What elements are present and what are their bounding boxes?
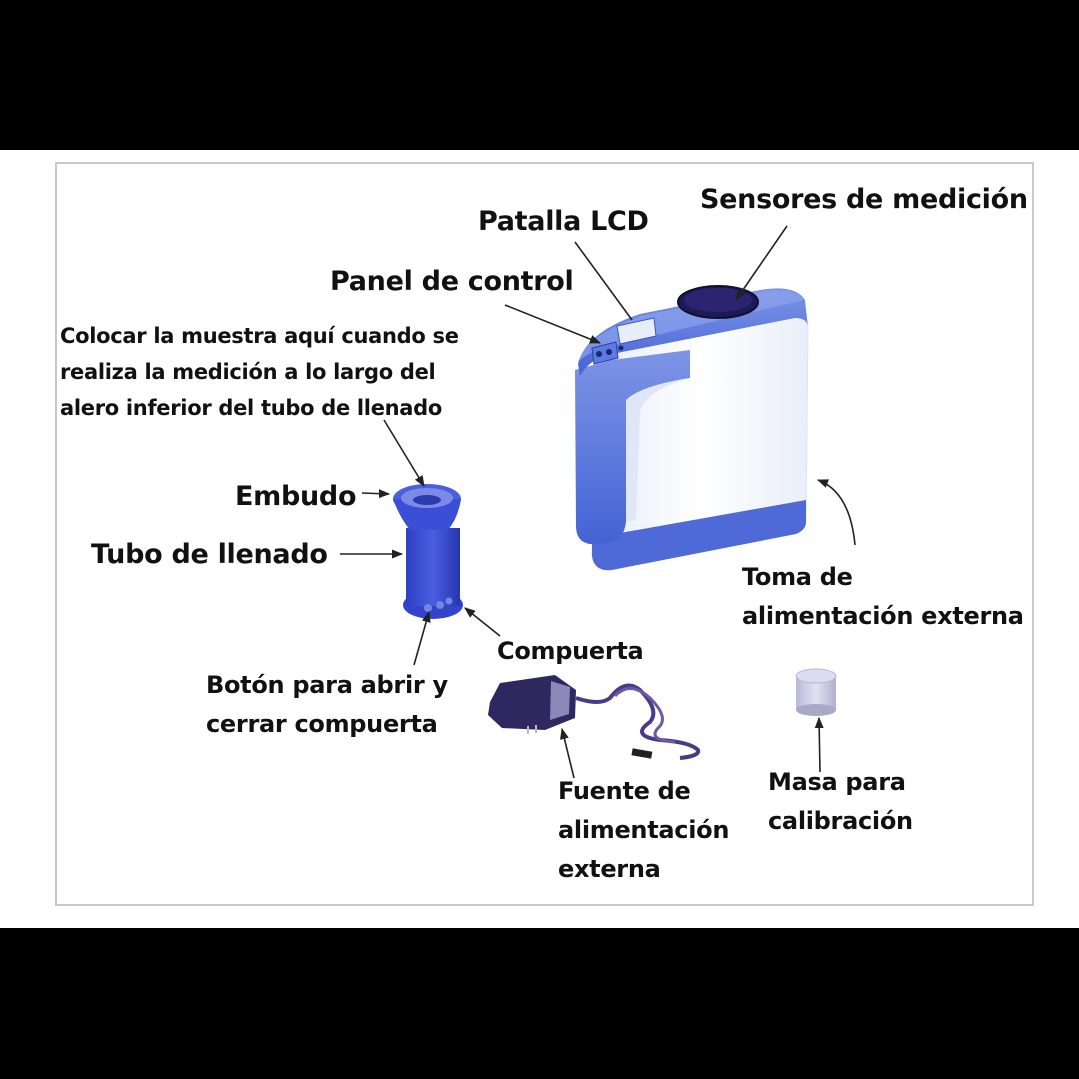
power-supply-line-1: Fuente de — [558, 777, 691, 805]
instruction-line-1: Colocar la muestra aquí cuando se — [60, 324, 459, 348]
label-control-panel: Panel de control — [330, 266, 574, 297]
instruction-line-3: alero inferior del tubo de llenado — [60, 396, 443, 420]
power-socket-line-1: Toma de — [742, 563, 853, 591]
power-supply-line-3: externa — [558, 855, 661, 883]
label-external-power-supply: Fuente de alimentación externa — [558, 772, 729, 889]
moisture-meter-device — [575, 285, 809, 571]
power-socket-line-2: alimentación externa — [742, 602, 1024, 630]
label-gate-button: Botón para abrir y cerrar compuerta — [206, 666, 448, 744]
gate-button-line-2: cerrar compuerta — [206, 710, 438, 738]
power-adapter — [488, 675, 701, 760]
label-funnel: Embudo — [235, 481, 357, 512]
calibration-mass-line-2: calibración — [768, 807, 913, 835]
label-measurement-sensors: Sensores de medición — [700, 184, 1028, 215]
label-lcd-screen: Patalla LCD — [478, 206, 649, 237]
calibration-mass-line-1: Masa para — [768, 768, 906, 796]
diagram-frame — [55, 162, 1034, 906]
filling-tube — [393, 484, 463, 619]
instruction-line-2: realiza la medición a lo largo del — [60, 360, 436, 384]
label-external-power-socket: Toma de alimentación externa — [742, 558, 1024, 636]
calibration-mass — [795, 668, 837, 716]
power-supply-line-2: alimentación — [558, 816, 730, 844]
label-sample-instruction: Colocar la muestra aquí cuando se realiz… — [60, 318, 459, 426]
diagram-artwork — [340, 225, 856, 779]
label-gate: Compuerta — [497, 637, 644, 665]
label-filling-tube: Tubo de llenado — [91, 539, 328, 570]
gate-button-line-1: Botón para abrir y — [206, 671, 448, 699]
label-calibration-mass: Masa para calibración — [768, 763, 913, 841]
diagram-page: Sensores de medición Patalla LCD Panel d… — [0, 150, 1079, 928]
leader-lines — [340, 225, 856, 779]
